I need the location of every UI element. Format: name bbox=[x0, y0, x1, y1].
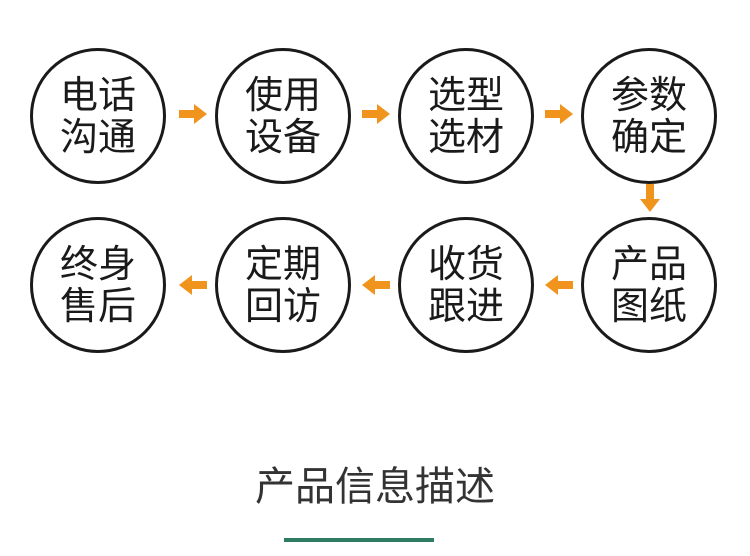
step-selection: 选型 选材 bbox=[398, 48, 534, 184]
step-label-line1: 产品 bbox=[610, 242, 687, 286]
step-lifetime-service: 终身 售后 bbox=[30, 217, 166, 353]
arrow-left-icon bbox=[362, 275, 390, 295]
step-delivery-followup: 收货 跟进 bbox=[398, 217, 534, 353]
step-label-line1: 参数 bbox=[610, 73, 687, 117]
arrow-down-icon bbox=[640, 184, 660, 212]
arrow-right-icon bbox=[545, 104, 573, 124]
step-label-line2: 回访 bbox=[244, 284, 321, 328]
step-label-line1: 终身 bbox=[59, 242, 136, 286]
arrow-left-icon bbox=[545, 275, 573, 295]
step-regular-visit: 定期 回访 bbox=[215, 217, 351, 353]
step-label-line2: 沟通 bbox=[59, 115, 136, 159]
title-underline bbox=[284, 538, 434, 542]
step-label-line1: 定期 bbox=[244, 242, 321, 286]
step-equipment-use: 使用 设备 bbox=[215, 48, 351, 184]
step-label-line2: 图纸 bbox=[610, 284, 687, 328]
step-label-line2: 跟进 bbox=[427, 284, 504, 328]
step-label-line1: 使用 bbox=[244, 73, 321, 117]
step-phone-communication: 电话 沟通 bbox=[30, 48, 166, 184]
arrow-right-icon bbox=[179, 104, 207, 124]
step-label-line2: 设备 bbox=[244, 115, 321, 159]
arrow-right-icon bbox=[362, 104, 390, 124]
step-label-line1: 收货 bbox=[427, 242, 504, 286]
step-parameter-confirm: 参数 确定 bbox=[581, 48, 717, 184]
section-title: 产品信息描述 bbox=[255, 464, 495, 510]
step-label-line1: 选型 bbox=[427, 73, 504, 117]
step-label-line2: 确定 bbox=[610, 115, 687, 159]
step-label-line2: 售后 bbox=[59, 284, 136, 328]
step-label-line2: 选材 bbox=[427, 115, 504, 159]
step-label-line1: 电话 bbox=[59, 73, 136, 117]
step-product-drawing: 产品 图纸 bbox=[581, 217, 717, 353]
arrow-left-icon bbox=[179, 275, 207, 295]
